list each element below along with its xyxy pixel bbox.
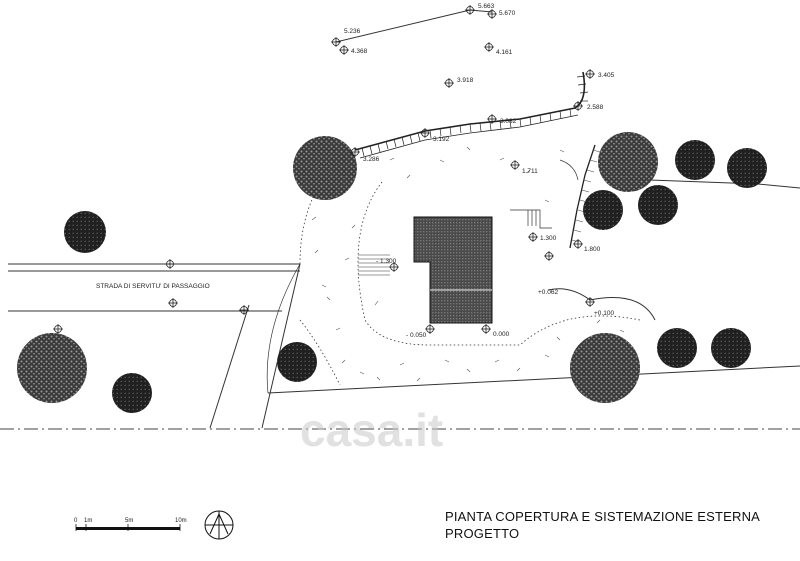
trees (17, 132, 767, 413)
tree-canopy-icon (570, 333, 640, 403)
north-arrow-icon (204, 510, 234, 540)
elevation-label: 1.711 (522, 168, 538, 175)
tree-canopy-icon (638, 185, 678, 225)
tree-canopy-icon (64, 211, 106, 253)
elevation-labels: 5.663 5.670 5.236 4.368 4.161 3.918 3.40… (344, 3, 615, 339)
tree-canopy-icon (711, 328, 751, 368)
elevation-label: 3.192 (433, 136, 450, 143)
watermark-logo: casa.it (300, 404, 443, 456)
elevation-label: - 1.300 (376, 258, 397, 265)
drawing-subtitle: PROGETTO (445, 526, 520, 541)
building-roof (413, 216, 493, 324)
tree-canopy-icon (598, 132, 658, 192)
yard-area (299, 149, 641, 386)
elevation-label: 3.405 (598, 72, 615, 79)
elevation-label: 4.161 (496, 49, 513, 56)
scale-bar: 0 1m 5m 10m (74, 518, 187, 531)
road-label: STRADA DI SERVITU' DI PASSAGGIO (96, 283, 210, 290)
elevation-label: 4.368 (351, 48, 368, 55)
elevation-label: 1.300 (540, 235, 557, 242)
tree-canopy-icon (277, 342, 317, 382)
scale-label: 0 (74, 518, 78, 524)
tree-canopy-icon (112, 373, 152, 413)
yard-gravel-edge (266, 263, 301, 394)
tree-canopy-icon (727, 148, 767, 188)
elevation-label: 5.670 (499, 10, 516, 17)
tree-canopy-icon (583, 190, 623, 230)
elevation-label: 5.663 (478, 3, 495, 10)
house-steps (358, 254, 390, 276)
tree-canopy-icon (675, 140, 715, 180)
retaining-wall (335, 9, 601, 249)
elevation-label: 0.000 (493, 331, 510, 338)
scale-label: 1m (84, 518, 92, 524)
tree-canopy-icon (657, 328, 697, 368)
elevation-label: 1.800 (584, 246, 601, 253)
elevation-label: 5.236 (344, 28, 361, 35)
service-road (8, 263, 300, 312)
elevation-label: 3.286 (363, 156, 380, 163)
elevation-label: 3.082 (500, 118, 517, 125)
tree-canopy-icon (293, 136, 357, 200)
elevation-label: - 0.050 (406, 332, 427, 339)
property-boundaries (209, 179, 800, 429)
drawing-title: PIANTA COPERTURA E SISTEMAZIONE ESTERNA (445, 509, 761, 524)
elevation-label: 3.918 (457, 77, 474, 84)
drawing-title-block: PIANTA COPERTURA E SISTEMAZIONE ESTERNA … (445, 508, 760, 542)
scale-label: 5m (125, 518, 133, 524)
survey-markers (53, 5, 595, 334)
elevation-label: 2.588 (587, 104, 604, 111)
gravel-texture (311, 146, 625, 382)
scale-label: 10m (175, 518, 187, 524)
tree-canopy-icon (17, 333, 87, 403)
elevation-label: +0.100 (594, 310, 614, 317)
elevation-label: +0.062 (538, 289, 558, 296)
